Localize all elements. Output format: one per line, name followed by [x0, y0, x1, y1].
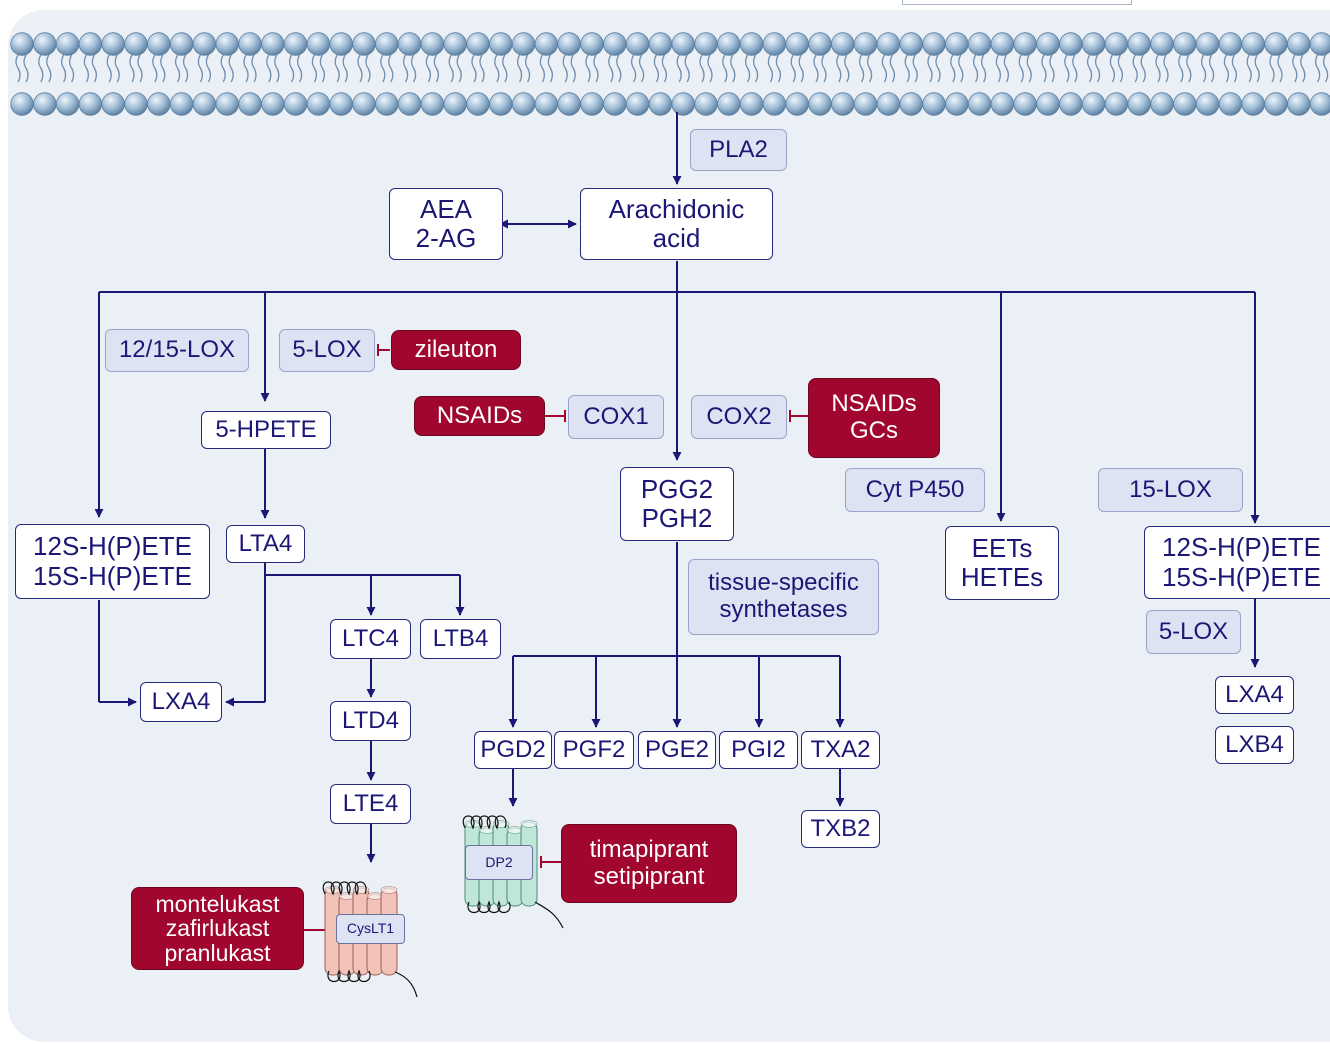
lte4-label: LTE4 — [342, 789, 399, 817]
pgf2-node: PGF2 — [554, 731, 634, 769]
cyp450-enzyme: Cyt P450 — [845, 468, 985, 512]
lxb4-right-label: LXB4 — [1225, 730, 1284, 758]
txa2-node: TXA2 — [801, 731, 880, 769]
cox2-enzyme: COX2 — [691, 395, 787, 439]
ltb4-node: LTB4 — [420, 619, 501, 659]
hpete-5-label: 5-HPETE — [215, 415, 317, 443]
pgd2-node: PGD2 — [474, 731, 552, 769]
pathway-arrows — [94, 112, 1260, 863]
zileuton-label: zileuton — [414, 335, 498, 363]
hete-15s-left-label: 15S-H(P)ETE — [33, 560, 192, 591]
pgh2-label: PGH2 — [641, 503, 713, 533]
cell-membrane — [10, 32, 1330, 116]
lxa4-right-node: LXA4 — [1215, 676, 1294, 714]
lta4-node: LTA4 — [226, 525, 305, 563]
setipiprant-label: setipiprant — [593, 862, 705, 890]
ltb4-label: LTB4 — [432, 624, 489, 652]
pla2-label: PLA2 — [709, 135, 768, 163]
top-frame-edge — [902, 0, 1132, 5]
cyslt1-receptor-label: CysLT1 — [336, 914, 405, 944]
arachidonic-label: Arachidonic — [608, 193, 745, 224]
zileuton-drug: zileuton — [391, 330, 521, 370]
ltd4-node: LTD4 — [330, 701, 411, 741]
ltc4-label: LTC4 — [342, 624, 399, 652]
lxb4-right-node: LXB4 — [1215, 726, 1294, 764]
timapiprant-label: timapiprant — [589, 835, 709, 863]
pge2-node: PGE2 — [638, 731, 716, 769]
gcs-label: GCs — [850, 417, 898, 444]
lox-5-right-label: 5-LOX — [1158, 617, 1229, 645]
nsaids-cox2-label: NSAIDs — [831, 390, 917, 418]
txb2-label: TXB2 — [810, 814, 871, 842]
pgd2-label: PGD2 — [480, 735, 546, 763]
cyslt1-label: CysLT1 — [346, 920, 395, 937]
eets-label: EETs — [971, 532, 1033, 563]
lxa4-left-label: LXA4 — [151, 687, 211, 715]
aea-label: AEA — [419, 193, 473, 224]
cox1-enzyme: COX1 — [568, 395, 664, 439]
lox-15-enzyme: 15-LOX — [1098, 468, 1243, 512]
pgi2-node: PGI2 — [719, 731, 798, 769]
synthetases-label-line2: synthetases — [719, 596, 848, 623]
nsaids-cox1-label: NSAIDs — [436, 401, 523, 429]
cyp450-label: Cyt P450 — [865, 475, 965, 503]
hete-12s-left-label: 12S-H(P)ETE — [33, 531, 192, 562]
dp2-receptor-label: DP2 — [465, 845, 533, 880]
hete-12s-right-label: 12S-H(P)ETE — [1162, 532, 1321, 563]
ltd4-label: LTD4 — [342, 706, 399, 734]
pgf2-label: PGF2 — [562, 735, 626, 763]
lox-5-right-enzyme: 5-LOX — [1146, 610, 1241, 654]
montelukast-label: montelukast — [155, 890, 280, 917]
lox-12-15-enzyme: 12/15-LOX — [105, 329, 249, 372]
acid-label: acid — [652, 223, 701, 253]
pge2-label: PGE2 — [644, 735, 710, 763]
pla2-enzyme: PLA2 — [690, 129, 787, 171]
cox1-label: COX1 — [583, 402, 649, 430]
lxa4-left-node: LXA4 — [140, 682, 222, 722]
lox-5-label: 5-LOX — [292, 336, 362, 364]
dp2-label: DP2 — [485, 853, 513, 870]
txb2-node: TXB2 — [801, 810, 880, 848]
zafirlukast-label: zafirlukast — [165, 915, 270, 942]
lta4-label: LTA4 — [238, 529, 293, 557]
lox-5-enzyme: 5-LOX — [279, 329, 375, 372]
lte4-node: LTE4 — [330, 784, 411, 824]
nsaids-cox1-drug: NSAIDs — [414, 396, 545, 436]
lox-12-15-label: 12/15-LOX — [118, 336, 236, 364]
cox2-label: COX2 — [706, 402, 772, 430]
2ag-label: 2-AG — [415, 223, 477, 253]
lox-15-label: 15-LOX — [1129, 475, 1212, 503]
hetes-label: HETEs — [960, 562, 1044, 592]
lxa4-right-label: LXA4 — [1225, 680, 1284, 708]
pgg2-label: PGG2 — [640, 473, 714, 504]
pranlukast-label: pranlukast — [164, 939, 271, 966]
hete-15s-right-label: 15S-H(P)ETE — [1162, 561, 1321, 592]
pgi2-label: PGI2 — [731, 735, 786, 763]
ltc4-node: LTC4 — [330, 619, 411, 659]
synthetases-label-line1: tissue-specific — [708, 569, 859, 597]
hpete-5-node: 5-HPETE — [201, 411, 331, 449]
txa2-label: TXA2 — [810, 735, 871, 763]
